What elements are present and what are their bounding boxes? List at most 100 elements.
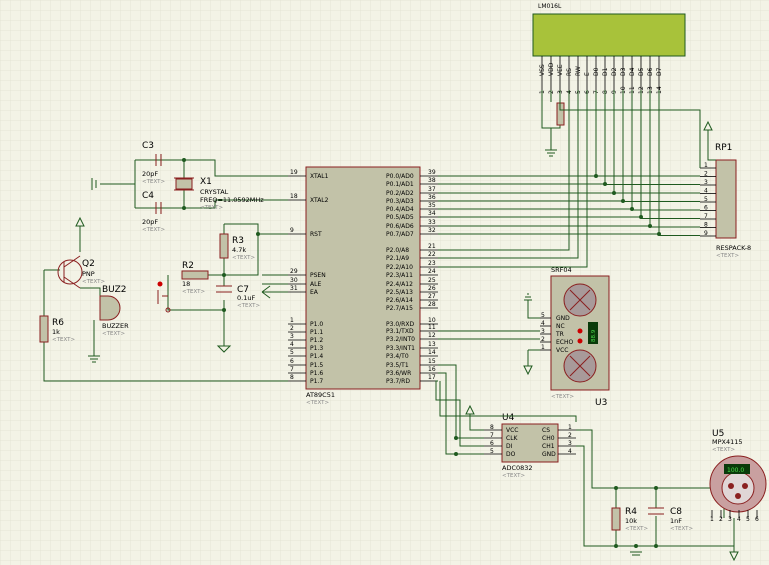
u4-pin-number: 8: [490, 424, 494, 431]
buz2-hint: <TEXT>: [102, 331, 125, 337]
srf-pin-name: NC: [556, 323, 565, 330]
mcu-pin-number: 39: [428, 169, 436, 176]
u5-hint: <TEXT>: [712, 447, 735, 453]
mcu-pin-name: ALE: [310, 281, 321, 288]
mcu-pin-number: 13: [428, 341, 436, 348]
mcu-pin-number: 21: [428, 243, 436, 250]
mcu-pin-name: P2.6/A14: [386, 297, 413, 304]
rp1-pin-number: 4: [704, 188, 708, 195]
u4-pin-number: 3: [568, 440, 572, 447]
mcu-pin-name: P1.5: [310, 362, 323, 369]
mcu-pin-name: P0.5/AD5: [386, 214, 414, 221]
lcd-screen: [532, 13, 686, 57]
mcu-pin-name: P0.4/AD4: [386, 206, 414, 213]
u4-pin-name: CLK: [506, 435, 519, 442]
u4-pin-name: CH0: [542, 435, 555, 442]
mcu-pin-name: P2.2/A10: [386, 264, 413, 271]
r2-hint: <TEXT>: [182, 289, 205, 295]
mcu-pin-number: 37: [428, 186, 436, 193]
control-wire: [438, 90, 579, 259]
oscillator-circuit: C3 20pF <TEXT> C4 20pF <TEXT> X1 CRYSTAL…: [91, 141, 288, 233]
mcu-pin-name: P3.2/INT0: [386, 336, 415, 343]
r6-resistor[interactable]: R6 1k <TEXT>: [39, 315, 75, 343]
r3-resistor[interactable]: R3 4.7k <TEXT>: [219, 233, 255, 261]
u4-pin-number: 2: [568, 432, 572, 439]
mcu-pin-name: P1.1: [310, 329, 323, 336]
mcu-pin-name: PSEN: [310, 272, 326, 279]
mcu-pin-number: 38: [428, 177, 436, 184]
mcu-hint: <TEXT>: [306, 400, 329, 406]
mcu-pin-number: 29: [290, 268, 298, 275]
r2-value: 18: [182, 280, 190, 288]
c7-capacitor[interactable]: C7 0.1uF <TEXT>: [216, 285, 260, 309]
u4-pin-name: DO: [506, 451, 516, 458]
mcu-pin-number: 1: [290, 317, 294, 324]
srf-pin-number: 5: [541, 312, 545, 319]
lcd-pin-name: E: [584, 72, 591, 76]
lcd-pin-name: D4: [629, 67, 636, 76]
c4-capacitor[interactable]: C4 20pF <TEXT>: [142, 191, 165, 233]
mcu-left-pins: 19XTAL118XTAL29RST29PSEN30ALE31EA1P1.02P…: [288, 169, 329, 385]
srf-pin-number: 4: [541, 320, 545, 327]
mcu-pin-name: P3.1/TXD: [386, 328, 414, 335]
mcu-pin-number: 27: [428, 293, 436, 300]
u5-pin-number: 1: [710, 516, 714, 523]
mcu-pin-name: EA: [310, 289, 319, 296]
r3-hint: <TEXT>: [232, 255, 255, 261]
x1-crystal[interactable]: X1 CRYSTAL FREQ=11.0592MHz <TEXT>: [174, 177, 264, 211]
srf-pin-name: VCC: [556, 347, 568, 354]
r6-hint: <TEXT>: [52, 337, 75, 343]
mcu-at89c51[interactable]: AT89C51 <TEXT> 19XTAL118XTAL29RST29PSEN3…: [288, 166, 438, 406]
lcd-power-wire: [559, 90, 701, 168]
mcu-pin-number: 28: [428, 301, 436, 308]
c3-capacitor[interactable]: C3 20pF <TEXT>: [142, 141, 165, 185]
lcd-pin-name: RW: [575, 66, 582, 76]
bus-junction: [639, 215, 643, 219]
r2-resistor[interactable]: R2 18 <TEXT>: [181, 261, 209, 295]
mcu-pin-name: P3.3/INT1: [386, 345, 415, 352]
q2-value: PNP: [82, 270, 95, 278]
u5-pin-number: 5: [746, 516, 750, 523]
q2-ref: Q2: [82, 259, 95, 269]
mcu-pin-number: 35: [428, 202, 436, 209]
u4-pin-name: GND: [542, 451, 556, 458]
u4-pin-number: 5: [490, 448, 494, 455]
x1-freq: FREQ=11.0592MHz: [200, 196, 264, 204]
mcu-pin-number: 15: [428, 358, 436, 365]
r4-resistor[interactable]: R4 10k <TEXT>: [611, 507, 648, 532]
mcu-pin-number: 8: [290, 374, 294, 381]
srf-hint: <TEXT>: [551, 394, 574, 400]
vcc-arrow: [703, 120, 713, 131]
c8-capacitor[interactable]: C8 1nF <TEXT>: [648, 507, 693, 532]
bus-junction: [621, 199, 625, 203]
mcu-pin-name: XTAL2: [310, 197, 329, 204]
control-wire: [438, 90, 570, 251]
buz2-buzzer[interactable]: BUZ2 BUZZER <TEXT>: [99, 285, 129, 337]
mcu-pin-number: 25: [428, 277, 436, 284]
mcu-pin-name: P2.3/A11: [386, 272, 413, 279]
reset-button[interactable]: [157, 281, 171, 313]
r3-ref: R3: [232, 236, 244, 246]
mcu-body: [305, 166, 421, 390]
u5-pin-number: 4: [737, 516, 741, 523]
mcu-pin-name: P3.4/T0: [386, 353, 409, 360]
bus-junction: [612, 191, 616, 195]
c7-ref: C7: [237, 285, 249, 295]
c8-value: 1nF: [670, 517, 682, 525]
rp1-pin-number: 8: [704, 222, 708, 229]
data-bus-wires: [438, 90, 701, 268]
bus-wire: [604, 184, 700, 185]
mcu-pin-name: P1.6: [310, 370, 323, 377]
mcu-pin-number: 36: [428, 194, 436, 201]
mcu-pin-name: P1.0: [310, 321, 323, 328]
q2-transistor[interactable]: Q2 PNP <TEXT>: [57, 255, 105, 289]
lcd-pin-name: D2: [611, 67, 618, 76]
bus-junction: [657, 232, 661, 236]
u4-pin-number: 1: [568, 424, 572, 431]
